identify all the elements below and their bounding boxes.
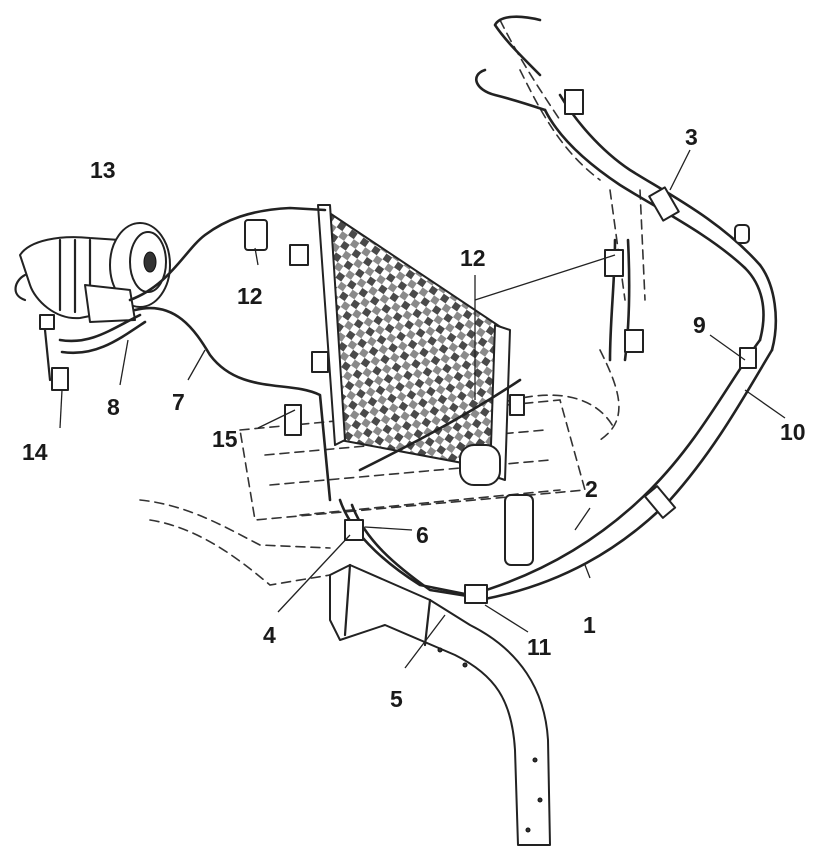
callout-8: 8 bbox=[107, 394, 120, 420]
callout-13: 13 bbox=[90, 157, 116, 183]
condenser bbox=[317, 204, 511, 481]
hose-lines bbox=[39, 15, 778, 602]
callout-14: 14 bbox=[22, 439, 48, 465]
callout-12-left: 12 bbox=[237, 283, 263, 309]
callout-2: 2 bbox=[585, 476, 598, 502]
callout-1: 1 bbox=[583, 612, 596, 638]
callout-4: 4 bbox=[263, 622, 276, 648]
callout-10: 10 bbox=[780, 419, 806, 445]
callout-15: 15 bbox=[212, 426, 238, 452]
compressor bbox=[14, 222, 171, 323]
leader-lines bbox=[59, 149, 786, 669]
callout-labels: 1 2 3 4 5 6 7 8 9 10 11 12 12 13 14 15 bbox=[22, 124, 806, 712]
callout-3: 3 bbox=[685, 124, 698, 150]
receiver-drier bbox=[459, 444, 534, 566]
callout-6: 6 bbox=[416, 522, 429, 548]
callout-11: 11 bbox=[527, 634, 552, 660]
callout-5: 5 bbox=[390, 686, 403, 712]
chassis-frame bbox=[329, 563, 551, 846]
callout-12-right: 12 bbox=[460, 245, 486, 271]
callout-7: 7 bbox=[172, 389, 185, 415]
callout-9: 9 bbox=[693, 312, 706, 338]
clamps bbox=[244, 89, 757, 604]
